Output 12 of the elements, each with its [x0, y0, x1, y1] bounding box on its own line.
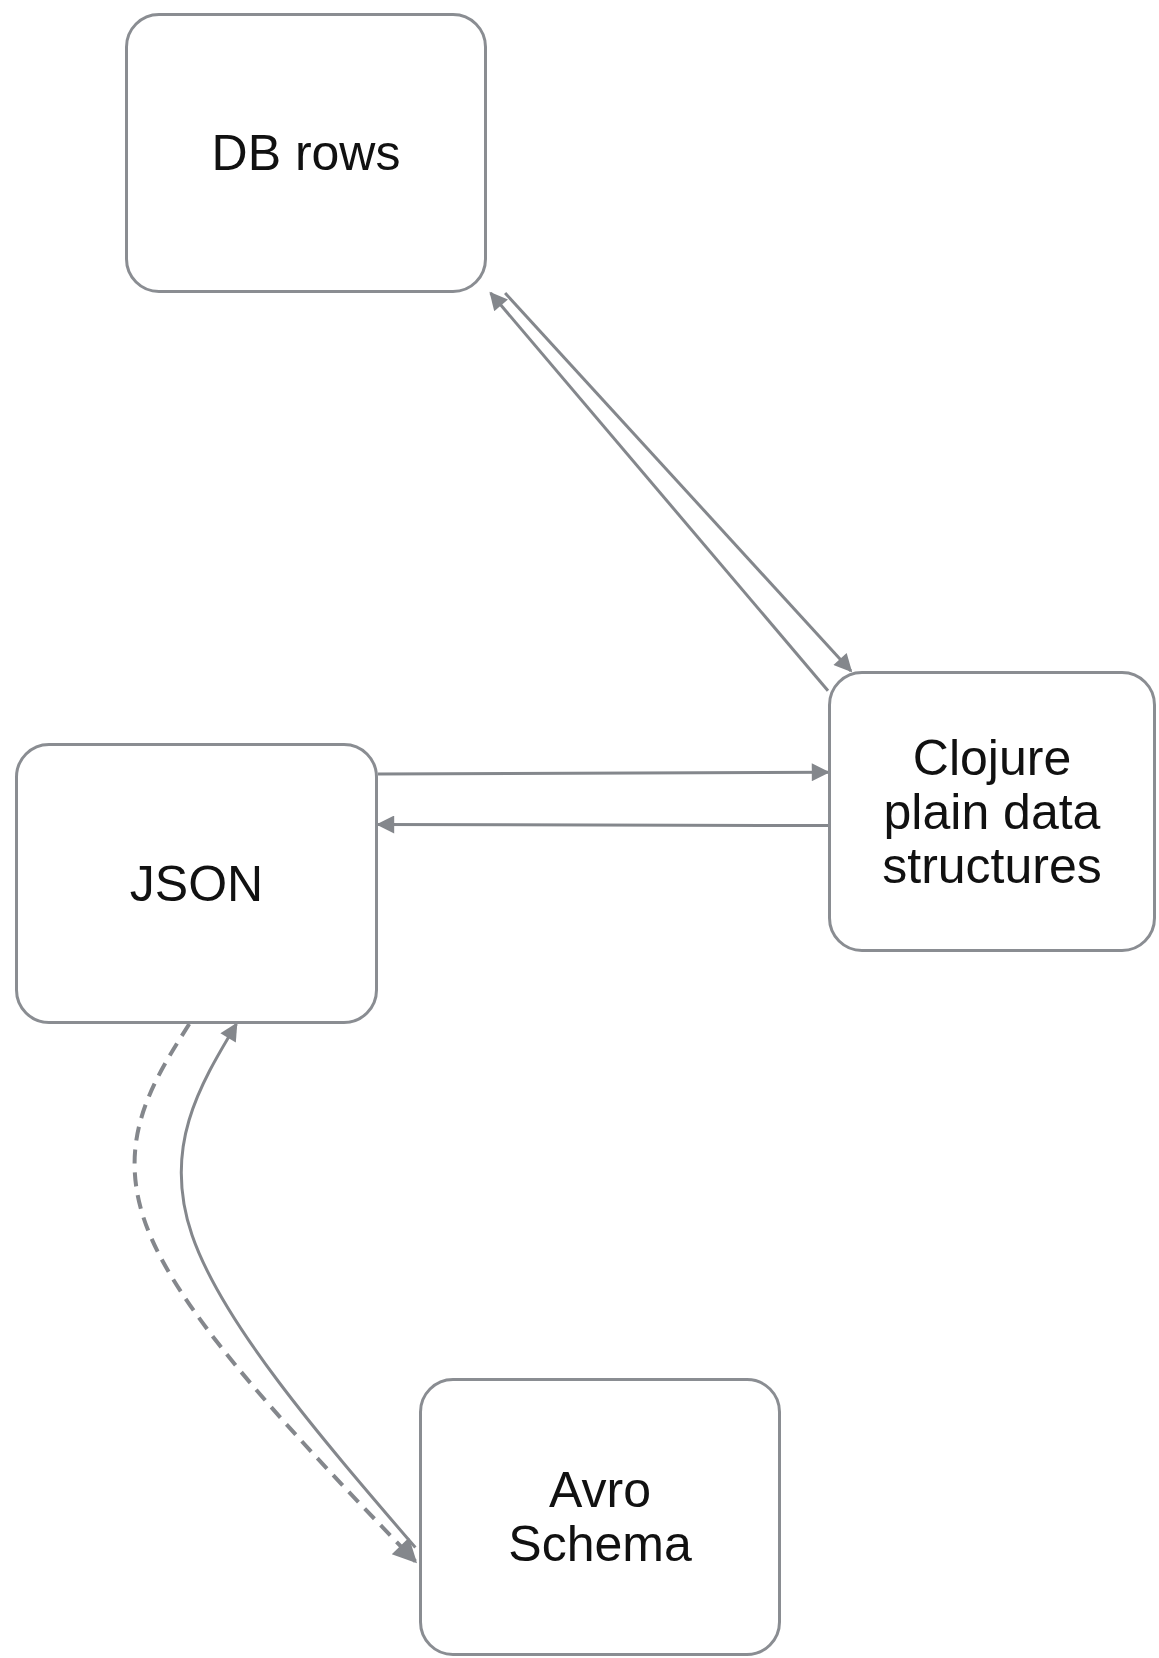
rounded-box: [419, 1378, 781, 1656]
node-label: JSON: [129, 856, 264, 911]
arrow: [378, 763, 830, 782]
arrow: [179, 1022, 417, 1549]
rounded-box: [828, 671, 1156, 952]
node-label: Clojure plain data structures: [881, 730, 1103, 893]
dashed-arrow: [132, 1022, 418, 1564]
rounded-box: [15, 743, 378, 1024]
node-label: DB rows: [211, 126, 401, 180]
arrow: [376, 815, 828, 834]
node-label: Avro Schema: [507, 1463, 693, 1571]
rounded-box: [125, 13, 487, 293]
